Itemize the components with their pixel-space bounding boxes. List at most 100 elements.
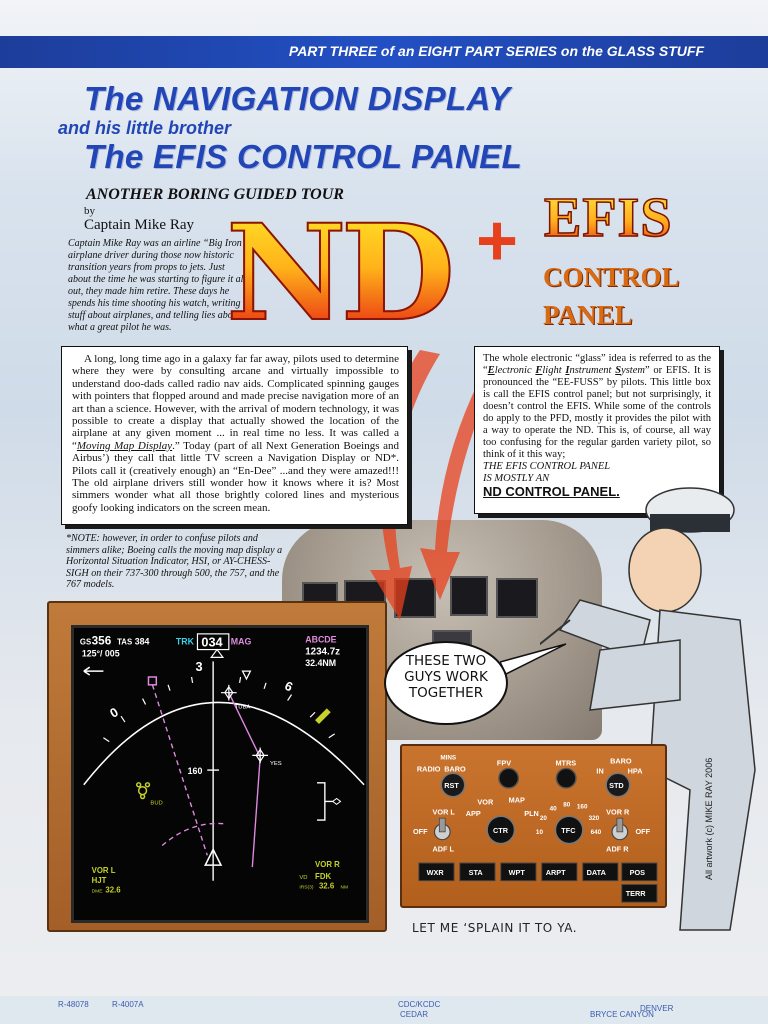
title-line-3: The EFIS CONTROL PANEL <box>84 138 523 175</box>
wpt-button[interactable] <box>500 862 537 882</box>
control-logo: CONTROL <box>543 262 680 292</box>
tas-label: TAS <box>117 638 132 647</box>
range-40: 40 <box>550 805 558 812</box>
range-320: 320 <box>589 815 600 822</box>
mtrs-button[interactable] <box>555 767 577 789</box>
subtitle: ANOTHER BORING GUIDED TOUR <box>86 186 344 203</box>
vor-r-vd: VD <box>299 875 307 881</box>
map-mode-label: MAP <box>509 796 525 805</box>
vor-l-id: HJT <box>92 876 107 885</box>
selected-heading-bug-icon <box>241 670 252 681</box>
gs-label: GS <box>80 638 91 647</box>
efis-text-part1: The whole electronic “glass” idea is ref… <box>483 353 711 376</box>
deviation-pointer-icon <box>331 797 342 805</box>
fix-yes-label: YES <box>270 761 282 767</box>
efis-line-b: IS MOSTLY AN <box>483 473 550 484</box>
efis-word-light: light <box>542 365 566 376</box>
in-label: IN <box>596 766 603 775</box>
efis-text-part2: ” or EFIS. It is pronounced the “EE-FUSS… <box>483 365 711 460</box>
artwork-credit: All artwork (c) MIKE RAY 2006 <box>704 757 714 880</box>
baro-knob[interactable] <box>605 772 631 798</box>
app-mode-label: APP <box>466 809 481 818</box>
efis-word-nstrument: nstrument <box>569 365 616 376</box>
pos-button[interactable] <box>621 862 658 882</box>
trk-label: TRK <box>176 637 195 647</box>
fix-tuba-label: TUBA <box>235 704 251 710</box>
author-bio: Captain Mike Ray was an airline “Big Iro… <box>68 238 248 333</box>
bubble-tail <box>500 643 567 676</box>
bubble-line-2: GUYS WORK <box>404 669 488 685</box>
efis-panel-graphics: MINS RADIO BARO RST FPV MTRS BARO IN HPA… <box>413 755 658 903</box>
wxr-button[interactable] <box>418 862 455 882</box>
radio-label: RADIO <box>417 764 441 773</box>
strip-label-4: CEDAR <box>400 1010 429 1019</box>
range-selector-knob[interactable] <box>554 815 584 845</box>
fix-yes-icon <box>252 747 269 764</box>
bubble-line-3: TOGETHER <box>408 685 484 701</box>
intro-text-part1: A long, long time ago in a galaxy far fa… <box>72 353 399 452</box>
waypoint-distance: 32.4NM <box>305 658 336 668</box>
strip-label-3: CDC/KCDC <box>398 1000 441 1009</box>
rst-label: RST <box>444 781 459 790</box>
tfc-label: TFC <box>561 826 576 835</box>
footnote: *NOTE: however, in order to confuse pilo… <box>66 533 283 590</box>
waypoint-name: ABCDE <box>305 635 336 645</box>
efis-letter-f: F <box>535 365 543 376</box>
efis-control-panel: MINS RADIO BARO RST FPV MTRS BARO IN HPA… <box>400 744 667 908</box>
range-640: 640 <box>591 829 602 836</box>
gs-value: 356 <box>92 635 112 648</box>
range-20: 20 <box>540 815 548 822</box>
strip-label-1: R-48078 <box>58 1000 89 1009</box>
efis-letter-s: S <box>615 365 622 376</box>
off-r-label: OFF <box>635 827 650 836</box>
moving-map-display-term: Moving Map Display <box>76 439 173 452</box>
fpv-label: FPV <box>497 759 511 768</box>
wpt-label: WPT <box>509 868 526 877</box>
range-80: 80 <box>563 801 571 808</box>
hpa-label: HPA <box>628 766 644 775</box>
off-l-label: OFF <box>413 827 428 836</box>
terr-button[interactable] <box>621 884 658 903</box>
strip-label-2: R-4007A <box>112 1000 144 1009</box>
heading-box <box>196 633 230 651</box>
sta-label: STA <box>469 868 484 877</box>
vor-mode-label: VOR <box>477 798 494 807</box>
compass-label-0: 0 <box>107 704 121 721</box>
vor-l-dme-label: DME <box>92 889 104 895</box>
article-title: The NAVIGATION DISPLAY and his little br… <box>0 76 768 186</box>
strip-label-6: DENVER <box>640 1004 674 1013</box>
dashed-route-line <box>151 684 208 856</box>
title-line-2: and his little brother <box>58 118 232 138</box>
intro-textbox: A long, long time ago in a galaxy far fa… <box>61 346 408 525</box>
arpt-button[interactable] <box>541 862 578 882</box>
pln-mode-label: PLN <box>524 809 539 818</box>
nd-graphics: GS 356 TAS 384 125°/ 005 TRK 034 MAG ABC… <box>80 633 365 895</box>
fpv-button[interactable] <box>498 767 520 789</box>
efis-logo: EFIS <box>543 186 673 250</box>
efis-word-ystem: ystem <box>621 365 645 376</box>
tas-value: 384 <box>135 637 150 647</box>
sta-button[interactable] <box>459 862 496 882</box>
efis-word-lectronic: lectronic <box>494 365 536 376</box>
range-mark: 160 <box>188 766 203 776</box>
mode-selector-knob[interactable] <box>486 815 516 845</box>
nd-logo: ND <box>225 196 456 351</box>
compass-ticks <box>103 676 335 743</box>
data-button[interactable] <box>582 862 619 882</box>
heading-readout: 034 <box>201 635 222 650</box>
compass-label-3: 3 <box>196 659 203 674</box>
author-name: Captain Mike Ray <box>84 217 194 233</box>
mag-label: MAG <box>231 637 252 647</box>
vertical-deviation-scale <box>317 782 333 821</box>
dashed-arc <box>161 822 227 847</box>
mins-knob[interactable] <box>440 772 466 798</box>
panel-logo: PANEL <box>543 300 633 330</box>
vor-l-switch-label: VOR L <box>433 807 456 816</box>
aircraft-symbol-icon <box>204 847 223 866</box>
waypoint-eta: 1234.7z <box>305 646 340 657</box>
navigation-display: GS 356 TAS 384 125°/ 005 TRK 034 MAG ABC… <box>47 601 387 932</box>
baro-r-label: BARO <box>610 757 632 766</box>
wind-readout: 125°/ 005 <box>82 648 120 658</box>
adf-r-label: ADF R <box>606 844 629 853</box>
intro-text-part2: .” Today (part of all Next Generation Bo… <box>72 439 399 514</box>
